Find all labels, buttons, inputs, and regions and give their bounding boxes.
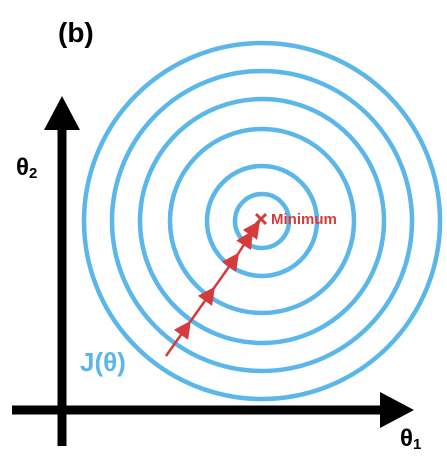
y-axis <box>44 96 80 446</box>
descent-step-arrow <box>188 286 216 323</box>
contour-ring <box>137 96 387 346</box>
x-axis <box>12 392 414 428</box>
contour-ring <box>232 191 292 251</box>
descent-step-arrow <box>164 320 192 357</box>
contour-ring <box>81 40 443 402</box>
contour-rings <box>81 40 443 402</box>
x-axis-label: θ1 <box>400 425 421 453</box>
contour-ring <box>204 163 320 279</box>
x-axis-arrowhead-icon <box>380 392 414 428</box>
y-axis-arrowhead-icon <box>44 96 80 130</box>
y-axis-label: θ2 <box>16 154 37 182</box>
minimum-marker-icon <box>254 212 268 226</box>
descent-step-arrow <box>212 252 240 289</box>
contour-ring <box>167 126 357 316</box>
minimum-label: Minimum <box>271 211 337 228</box>
function-label: J(θ) <box>80 347 126 377</box>
contour-ring <box>109 68 415 374</box>
panel-label: (b) <box>58 17 94 48</box>
